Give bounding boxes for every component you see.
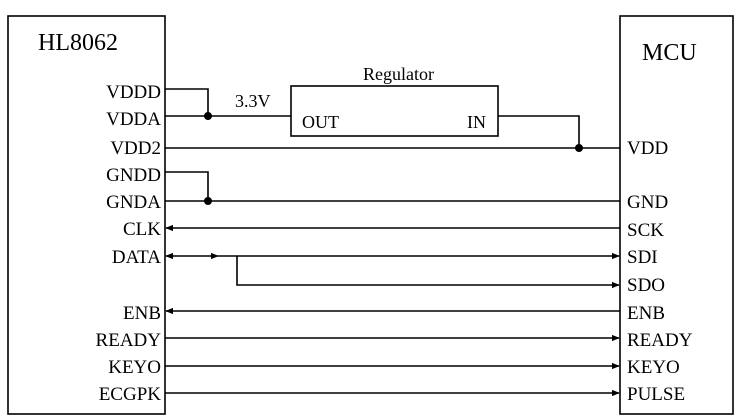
junction-vdd2 xyxy=(575,144,583,152)
mcu-box xyxy=(619,15,734,415)
regulator-box xyxy=(290,85,499,137)
hl-pin-clk: CLK xyxy=(123,219,161,240)
mcu-title: MCU xyxy=(642,40,697,66)
hl-pin-enb: ENB xyxy=(123,303,161,324)
hl-pin-vdda: VDDA xyxy=(106,109,161,130)
junction-vdd xyxy=(204,112,212,120)
mcu-pin-sck: SCK xyxy=(627,220,664,241)
hl8062-box xyxy=(7,15,166,415)
regulator-in-label: IN xyxy=(467,112,486,132)
junction-gnd xyxy=(204,197,212,205)
voltage-label: 3.3V xyxy=(235,91,271,111)
regulator-out-label: OUT xyxy=(302,112,339,132)
hl-pin-ecgpk: ECGPK xyxy=(99,384,162,405)
mcu-pin-pulse: PULSE xyxy=(627,384,685,405)
mcu-pin-vdd: VDD xyxy=(627,138,668,159)
hl-pin-keyo: KEYO xyxy=(108,357,161,378)
hl-pin-ready: READY xyxy=(96,330,162,351)
hl-pin-gndd: GNDD xyxy=(106,165,161,186)
mcu-pin-enb: ENB xyxy=(627,303,665,324)
mcu-pin-sdi: SDI xyxy=(627,247,658,268)
hl-pin-vddd: VDDD xyxy=(106,82,161,103)
wire-reg-in xyxy=(498,115,580,148)
mcu-pin-sdo: SDO xyxy=(627,275,665,296)
regulator-title: Regulator xyxy=(363,64,434,84)
hl8062-title: HL8062 xyxy=(38,30,118,56)
mcu-pin-ready: READY xyxy=(627,330,693,351)
mcu-pin-keyo: KEYO xyxy=(627,357,680,378)
mcu-pin-gnd: GND xyxy=(627,192,668,213)
wire-gndd xyxy=(165,171,209,201)
hl-pin-gnda: GNDA xyxy=(106,192,161,213)
wire-vddd xyxy=(165,88,209,116)
wire-data-sdo xyxy=(236,256,620,289)
hl-pin-vdd2: VDD2 xyxy=(110,138,161,159)
hl-pin-data: DATA xyxy=(112,247,161,268)
